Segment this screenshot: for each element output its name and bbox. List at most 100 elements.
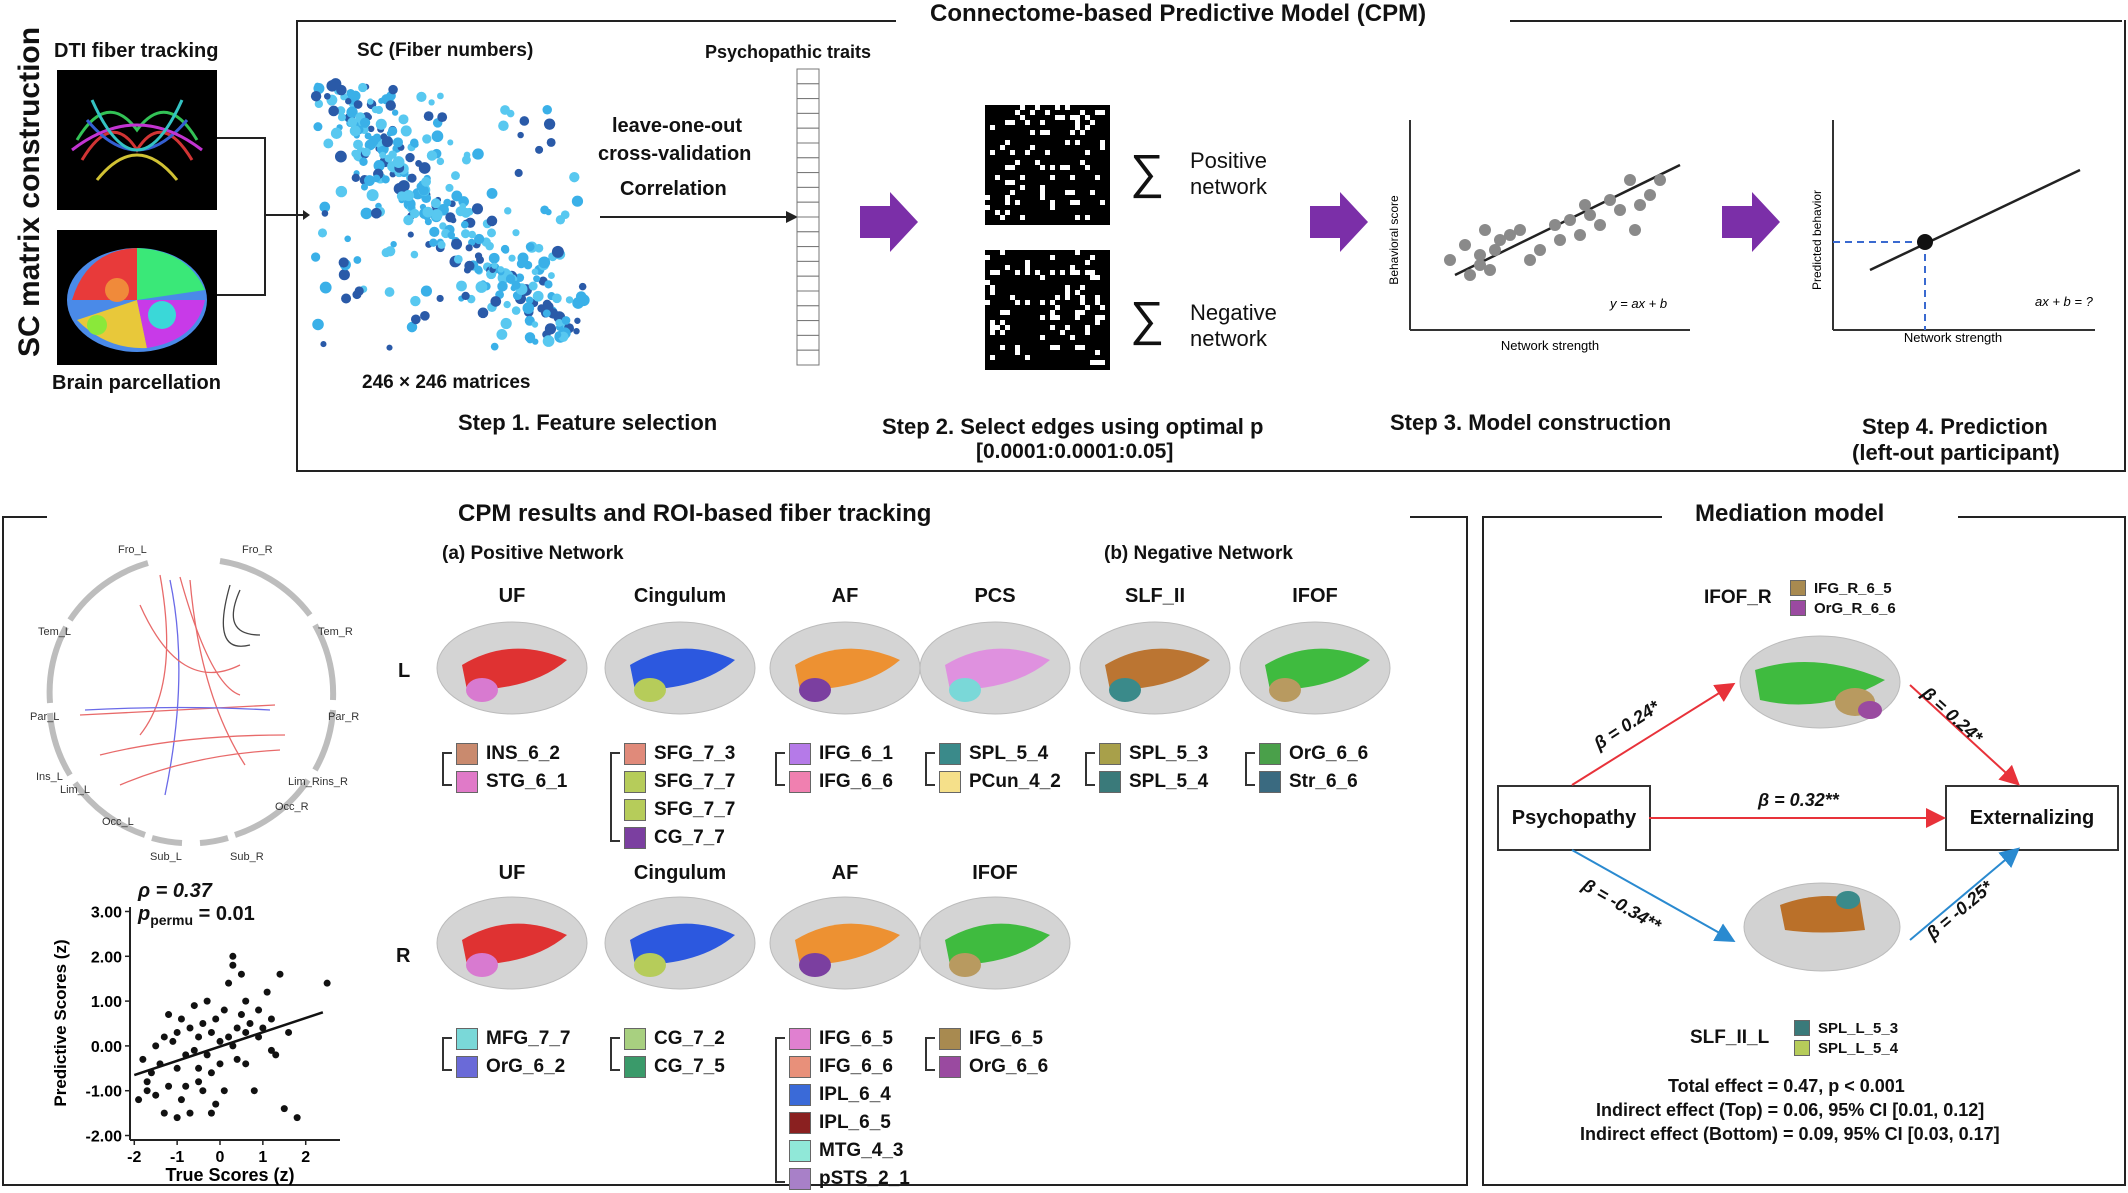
- scatter-point: [220, 1087, 228, 1095]
- network-edge: [1070, 270, 1075, 275]
- scatter-point: [276, 970, 284, 978]
- legend-swatch: [624, 743, 646, 765]
- step3-point: [1614, 204, 1626, 216]
- brain-render: [919, 621, 1071, 715]
- matrix-cell: [474, 265, 483, 274]
- scatter-point: [216, 1037, 224, 1045]
- legend-item: IPL_6_5: [789, 1109, 910, 1137]
- tract-title: PCS: [974, 585, 1016, 607]
- network-edge: [1085, 330, 1090, 335]
- matrix-cell: [381, 175, 390, 184]
- pos-title: (a) Positive Network: [442, 543, 624, 564]
- scatter-point: [190, 1046, 198, 1054]
- legend-swatch: [624, 799, 646, 821]
- legend-swatch: [789, 1084, 811, 1106]
- matrix-cell: [360, 207, 373, 220]
- matrix-cell: [525, 296, 534, 304]
- scatter-point: [280, 1105, 288, 1113]
- med-top-brain: [1739, 635, 1901, 729]
- network-edge: [1040, 165, 1045, 170]
- network-edge: [995, 325, 1000, 330]
- legend-bracket: [925, 752, 935, 786]
- trait-cell: [796, 320, 820, 336]
- trait-cell: [796, 216, 820, 233]
- matrix-cell: [451, 238, 463, 250]
- scatter-point: [139, 1055, 147, 1063]
- legend-item: OrG_6_2: [456, 1053, 570, 1081]
- brain-render: [1079, 621, 1231, 715]
- step3-point: [1489, 244, 1501, 256]
- network-edge: [1050, 165, 1055, 170]
- legend-item: SFG_7_7: [624, 768, 735, 796]
- step3-point: [1484, 264, 1496, 276]
- network-edge: [1085, 150, 1090, 155]
- network-edge: [1100, 360, 1105, 365]
- negative-matrix: [985, 250, 1110, 370]
- matrix-cell: [542, 335, 555, 347]
- network-edge: [1100, 200, 1105, 205]
- network-edge: [1065, 165, 1070, 170]
- scatter-point: [267, 1015, 275, 1023]
- matrix-cell: [359, 157, 368, 166]
- matrix-cell: [375, 118, 387, 130]
- legend-swatch: [939, 743, 961, 765]
- network-edge: [1060, 165, 1065, 170]
- matrix-cell: [429, 226, 440, 238]
- network-edge: [985, 195, 990, 200]
- network-edge: [1070, 265, 1075, 270]
- matrix-cell: [388, 150, 397, 159]
- scatter-p: p: [138, 903, 151, 925]
- corr-label: Correlation: [620, 178, 727, 200]
- scatter-rho: ρ = 0.37: [138, 880, 212, 902]
- network-edge: [1095, 350, 1100, 355]
- network-edge: [1040, 275, 1045, 280]
- network-edge: [1075, 250, 1080, 255]
- network-edge: [1065, 295, 1070, 300]
- matrix-cell: [372, 133, 382, 143]
- positive-matrix: [985, 105, 1110, 225]
- scatter-point: [220, 1006, 228, 1014]
- step4-ylabel: Predicted behavior: [1810, 190, 1824, 290]
- network-edge: [1015, 160, 1020, 165]
- matrix-cell: [436, 294, 444, 303]
- matrix-cell: [351, 149, 360, 158]
- matrix-cell: [403, 214, 414, 226]
- step1-label: Step 1. Feature selection: [458, 410, 718, 435]
- x-tick-label: -2: [127, 1149, 141, 1166]
- step3-point: [1644, 189, 1656, 201]
- matrix-cell: [531, 268, 539, 276]
- legend-item: IPL_6_4: [789, 1081, 910, 1109]
- matrix-cell: [437, 240, 446, 249]
- scatter-point: [186, 1109, 194, 1117]
- matrix-cell: [535, 145, 544, 154]
- row-label-L: L: [398, 660, 411, 682]
- matrix-cell: [571, 195, 584, 207]
- matrix-cell: [437, 112, 448, 123]
- trait-cell: [796, 186, 820, 203]
- scatter-point: [173, 1114, 181, 1122]
- network-edge: [1100, 145, 1105, 150]
- legend-swatch: [624, 771, 646, 793]
- step3-point: [1594, 219, 1606, 231]
- y-tick-label: -2.00: [86, 1129, 123, 1146]
- x-tick-label: 0: [216, 1149, 225, 1166]
- network-edge: [995, 210, 1000, 215]
- step3-point: [1459, 239, 1471, 251]
- network-edge: [1005, 165, 1010, 170]
- legend-label: IFG_6_5: [969, 1028, 1043, 1049]
- network-edge: [1005, 265, 1010, 270]
- brain-render: [769, 896, 921, 990]
- legend-item: CG_7_7: [624, 824, 735, 852]
- legend-item: OrG_6_6: [939, 1053, 1048, 1081]
- scatter-point: [242, 1060, 250, 1068]
- scatter-point: [177, 1096, 185, 1104]
- matrix-cell: [528, 281, 538, 291]
- network-edge: [990, 270, 995, 275]
- scatter-point: [216, 1060, 224, 1068]
- scatter-point: [160, 1033, 168, 1041]
- network-edge: [1025, 300, 1030, 305]
- mediation-title: Mediation model: [1695, 500, 1885, 527]
- matrix-cell: [569, 171, 580, 183]
- matrix-cell: [543, 118, 556, 130]
